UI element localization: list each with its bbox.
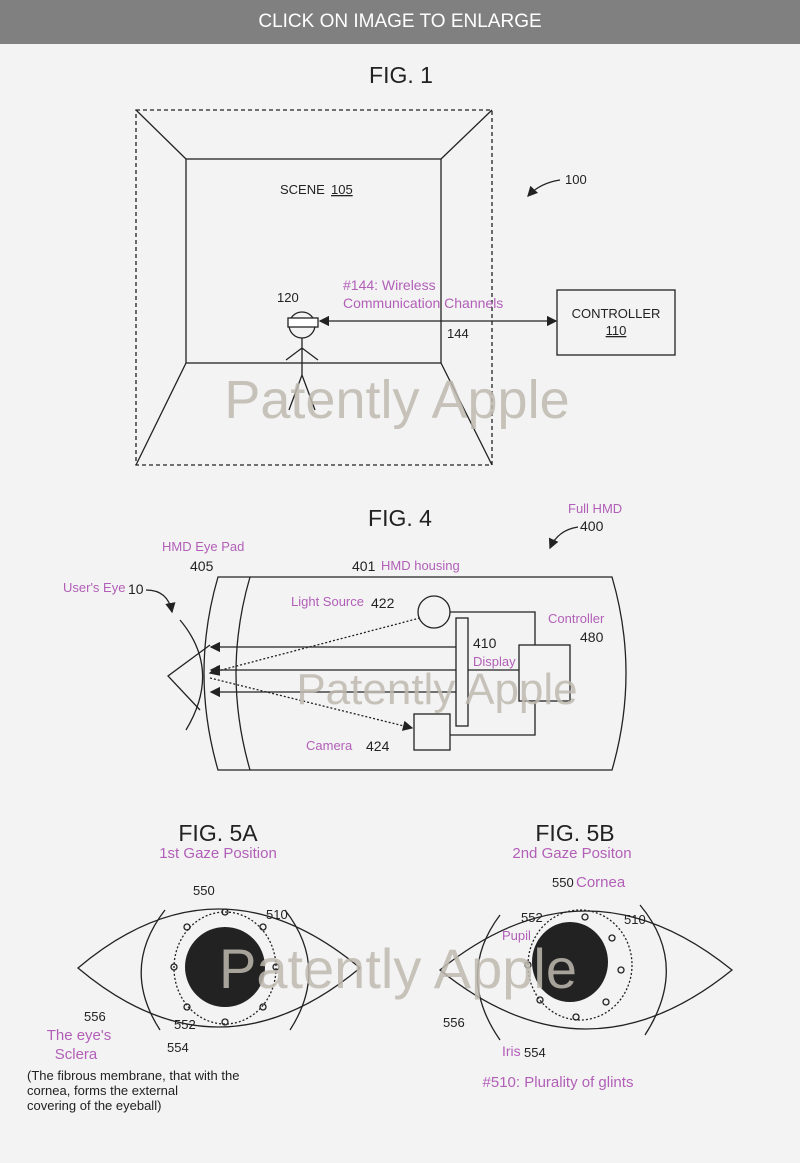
ref-424: 424 <box>366 738 390 754</box>
ref-480: 480 <box>580 629 604 645</box>
fig5a-title: FIG. 5A <box>178 820 258 846</box>
fig4: FIG. 4 Full HMD 400 HMD Eye Pad 405 401 … <box>63 501 627 771</box>
display-label: Display <box>473 654 516 669</box>
sclera-label-2: Sclera <box>55 1046 98 1063</box>
glints <box>524 913 625 1021</box>
camera-box <box>413 713 451 751</box>
watermark: Patently Apple <box>219 937 577 1000</box>
cornea-label: Cornea <box>576 874 626 891</box>
controller-label: CONTROLLER <box>572 306 661 321</box>
scene-label: SCENE <box>280 182 325 197</box>
room-edges <box>135 109 493 466</box>
sclera-label-1: The eye's <box>47 1027 112 1044</box>
user-ref: 120 <box>277 290 299 305</box>
eye-outline <box>76 908 362 1028</box>
controller-box <box>556 289 676 356</box>
iris-label: Iris <box>502 1043 521 1059</box>
ref-400: 400 <box>580 518 604 534</box>
ref-401: 401 <box>352 558 376 574</box>
iris-boundary <box>140 909 310 1031</box>
ref-10-arrow <box>145 589 176 614</box>
channel-note-line2: Communication Channels <box>343 295 503 311</box>
camera-label: Camera <box>306 738 353 753</box>
housing-label: HMD housing <box>381 558 460 573</box>
ref-10: 10 <box>128 581 144 597</box>
fig5b-subtitle: 2nd Gaze Positon <box>512 845 631 862</box>
ref-400-arrow <box>548 526 579 550</box>
ref-510: 510 <box>266 907 288 922</box>
controller-box <box>518 644 571 702</box>
scene-number: 105 <box>331 182 353 197</box>
glint-ring <box>527 909 633 1021</box>
display-panel <box>455 617 469 727</box>
enlarge-banner[interactable]: CLICK ON IMAGE TO ENLARGE <box>0 0 800 44</box>
ref-410: 410 <box>473 635 497 651</box>
ref-552: 552 <box>174 1017 196 1032</box>
pupil <box>532 922 608 1002</box>
watermark: Patently Apple <box>224 370 569 430</box>
ref-556: 556 <box>84 1009 106 1024</box>
fig4-title: FIG. 4 <box>368 505 432 531</box>
room-outline <box>135 109 493 466</box>
light-source <box>417 595 451 629</box>
controller-number: 110 <box>606 323 627 338</box>
glints <box>170 908 280 1026</box>
glints-note: #510: Plurality of glints <box>483 1074 634 1091</box>
ref-554: 554 <box>167 1040 189 1055</box>
eye-pad-label: HMD Eye Pad <box>162 539 244 554</box>
ref-510: 510 <box>624 912 646 927</box>
light-paths <box>208 611 536 736</box>
ref-550: 550 <box>552 875 574 890</box>
pupil-label: Pupil <box>502 928 531 943</box>
eye-outline <box>438 910 734 1030</box>
glint-ring <box>173 911 277 1025</box>
watermark: Patently Apple <box>296 665 577 714</box>
ref-554: 554 <box>524 1045 546 1060</box>
ref-556: 556 <box>443 1015 465 1030</box>
fig5a: FIG. 5A 1st Gaze Position 550 510 556 55… <box>27 820 362 1113</box>
full-hmd-label: Full HMD <box>568 501 622 516</box>
ref-100: 100 <box>565 172 587 187</box>
user-figure-icon <box>285 311 319 411</box>
ref-100-arrow <box>527 179 561 197</box>
eye-pad-edge <box>235 576 251 771</box>
fig1-title: FIG. 1 <box>369 62 433 88</box>
channel-ref: 144 <box>447 326 469 341</box>
fig5b-title: FIG. 5B <box>535 820 614 846</box>
sclera-note-2: cornea, forms the external <box>27 1083 178 1098</box>
users-eye-label: User's Eye <box>63 580 125 595</box>
ref-552: 552 <box>521 910 543 925</box>
pupil <box>185 927 265 1007</box>
scene-wall <box>185 158 442 364</box>
patent-figures[interactable]: FIG. 1 SCENE 105 100 120 #144: Wireless … <box>0 44 800 1163</box>
channel-note-line1: #144: Wireless <box>343 277 436 293</box>
ref-550: 550 <box>193 883 215 898</box>
hmd-housing <box>203 576 627 771</box>
eye-cornea <box>167 644 211 711</box>
ref-422: 422 <box>371 595 395 611</box>
ref-405: 405 <box>190 558 214 574</box>
eye-curve <box>179 619 204 731</box>
light-source-label: Light Source <box>291 594 364 609</box>
fig5b: FIG. 5B 2nd Gaze Positon 550 Cornea 552 … <box>438 820 734 1091</box>
iris-boundary <box>476 904 667 1041</box>
controller-label: Controller <box>548 611 605 626</box>
sclera-note-3: covering of the eyeball) <box>27 1098 161 1113</box>
fig5a-subtitle: 1st Gaze Position <box>159 845 277 862</box>
fig1: FIG. 1 SCENE 105 100 120 #144: Wireless … <box>135 62 676 466</box>
sclera-note-1: (The fibrous membrane, that with the <box>27 1068 239 1083</box>
